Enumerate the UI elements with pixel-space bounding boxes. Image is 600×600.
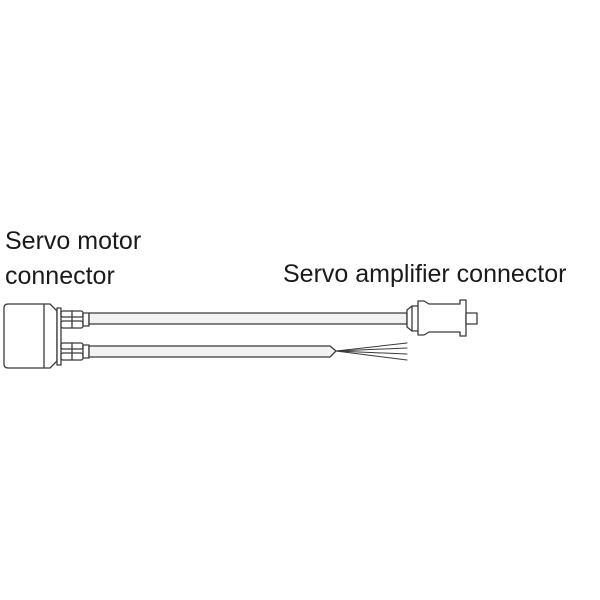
servo-motor-connector-label: Servo motor connector xyxy=(5,224,141,294)
encoder-cable xyxy=(88,345,337,358)
servo-amplifier-connector-label: Servo amplifier connector xyxy=(283,260,567,288)
bare-wire-ends xyxy=(335,342,408,361)
power-cable xyxy=(88,312,408,325)
servo-motor-label-line1: Servo motor xyxy=(5,227,142,255)
servo-motor-label-line2: connector xyxy=(5,262,115,290)
servo-motor-connector xyxy=(3,303,90,369)
servo-amplifier-connector xyxy=(406,299,478,337)
